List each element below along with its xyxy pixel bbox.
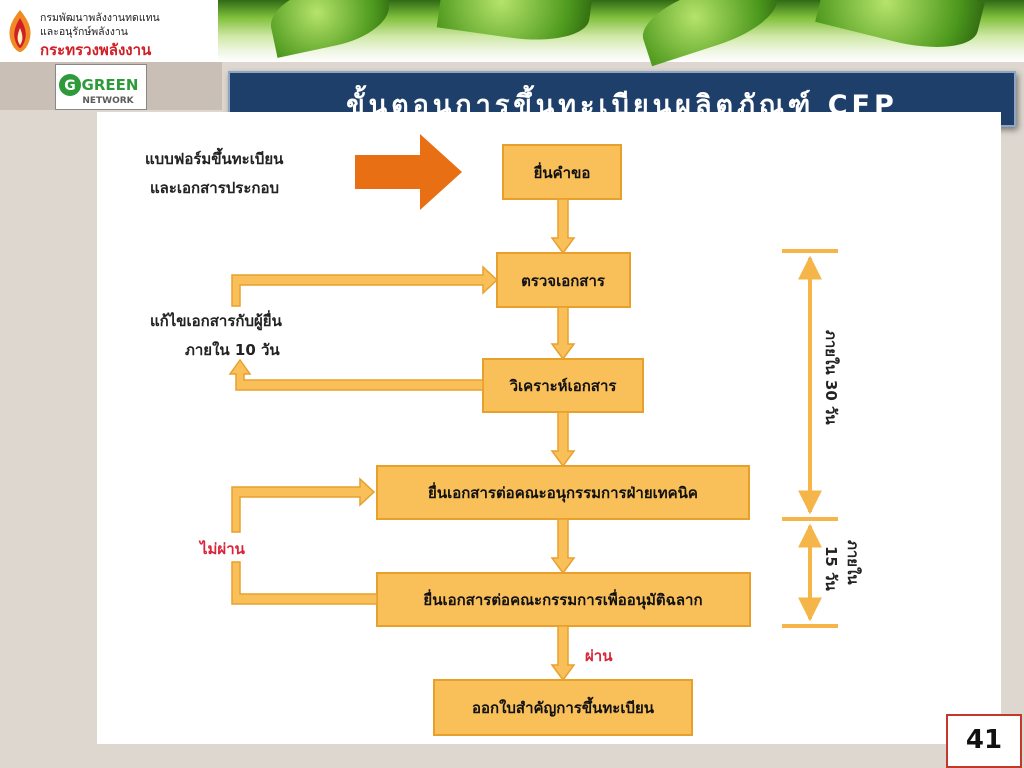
step-technical-subcommittee-label: ยื่นเอกสารต่อคณะอนุกรรมการฝ่ายเทคนิค	[428, 482, 698, 503]
step-check-documents-label: ตรวจเอกสาร	[521, 272, 606, 290]
ministry-name-line1: กรมพัฒนาพลังงานทดแทน	[40, 12, 160, 24]
step-submit-request-box	[502, 144, 622, 200]
page-number: 41	[965, 725, 1003, 755]
input-documents-line2: และเอกสารประกอบ	[150, 179, 279, 197]
page-number-box: 41	[946, 714, 1022, 768]
loop-line	[231, 265, 499, 307]
submit-arrow-icon	[355, 134, 462, 210]
fail-label: ไม่ผ่าน	[198, 539, 246, 558]
svg-text:G: G	[64, 78, 76, 94]
green-logo-sub-text: NETWORK	[82, 96, 134, 106]
step-technical-subcommittee-box	[376, 465, 750, 520]
connector-arrow	[550, 625, 576, 682]
green-network-mark: G GREEN NETWORK	[59, 74, 139, 106]
ministry-name-line3: กระทรวงพลังงาน	[40, 41, 152, 59]
green-network-logo: G GREEN NETWORK	[55, 64, 147, 110]
leaf-banner	[210, 0, 1024, 67]
within-15-days-line2: 15 วัน	[822, 546, 840, 592]
loop-line	[228, 358, 484, 391]
green-logo-main-text: GREEN	[82, 76, 139, 94]
revise-documents-label: แก้ไขเอกสารกับผู้ยื่น	[150, 310, 283, 331]
input-documents-line1: แบบฟอร์มขึ้นทะเบียน	[145, 147, 284, 168]
down-connectors	[550, 198, 576, 682]
content-panel	[97, 112, 1001, 744]
pass-label: ผ่าน	[585, 647, 613, 665]
connector-arrow	[550, 306, 576, 361]
time-brackets	[782, 249, 838, 628]
loop-line	[231, 477, 376, 533]
step-issue-certificate-label: ออกใบสำคัญการขึ้นทะเบียน	[472, 696, 655, 717]
revise-within-10-days-label: ภายใน 10 วัน	[185, 341, 280, 359]
fail-loop	[231, 477, 378, 605]
step-approval-committee-label: ยื่นเอกสารต่อคณะกรรมการเพื่ออนุมัติฉลาก	[423, 589, 702, 610]
ministry-name-line2: และอนุรักษ์พลังงาน	[40, 26, 128, 38]
connector-arrow	[550, 198, 576, 255]
revise-loop	[228, 265, 499, 391]
within-30-days-label: ภายใน 30 วัน	[822, 330, 840, 425]
ministry-flame-icon	[9, 10, 31, 52]
step-analyze-documents-label: วิเคราะห์เอกสาร	[509, 377, 617, 395]
within-15-days-line1: ภายใน	[844, 540, 862, 585]
loop-line	[231, 561, 378, 605]
connector-arrow	[550, 518, 576, 575]
step-submit-request-label: ยื่นคำขอ	[533, 162, 590, 182]
ministry-logo-block: กรมพัฒนาพลังงานทดแทน และอนุรักษ์พลังงาน …	[0, 0, 218, 62]
connector-arrow	[550, 411, 576, 468]
